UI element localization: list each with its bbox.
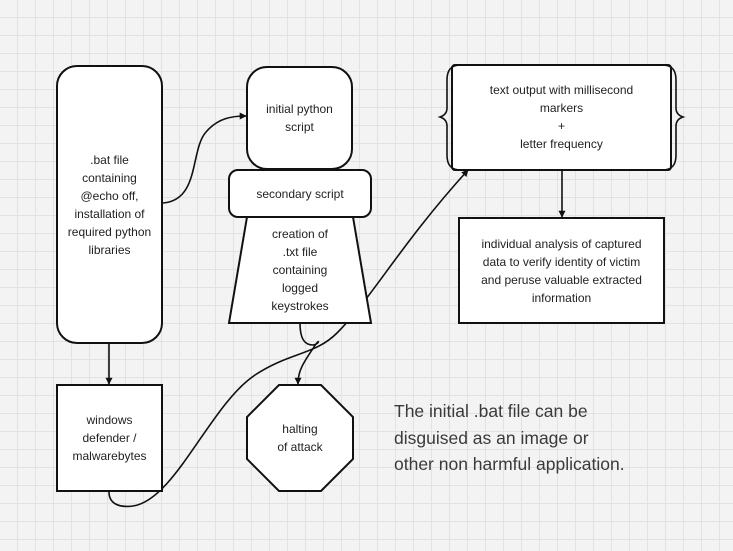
text-output-right-brace xyxy=(661,64,686,171)
connector-txt-to-halting xyxy=(294,322,320,385)
bat-file-box xyxy=(56,65,163,344)
initial-python-script-label: initial python script xyxy=(266,102,333,134)
analysis-box xyxy=(458,217,665,324)
text-output-left-brace xyxy=(437,64,462,171)
disguise-note: The initial .bat file can be disguised a… xyxy=(394,401,625,474)
creation-txt-file-label: creation of .txt file containing logged … xyxy=(271,227,329,313)
bat-file-label: .bat file containing @echo off, installa… xyxy=(67,152,152,257)
creation-txt-file-box xyxy=(227,216,373,324)
defender-label: windows defender / malwarebytes xyxy=(72,413,147,463)
connector-bat-to-initial-script xyxy=(162,112,247,204)
defender-box xyxy=(56,384,163,492)
secondary-script-label: secondary script xyxy=(256,186,344,201)
connector-defender-to-text-output xyxy=(108,169,469,508)
text-output-label: text output with millisecond markers + l… xyxy=(489,83,634,151)
analysis-label: individual analysis of captured data to … xyxy=(481,237,642,305)
halting-label: halting of attack xyxy=(277,422,323,454)
halting-octagon xyxy=(246,384,354,492)
text-output-box xyxy=(451,64,672,171)
